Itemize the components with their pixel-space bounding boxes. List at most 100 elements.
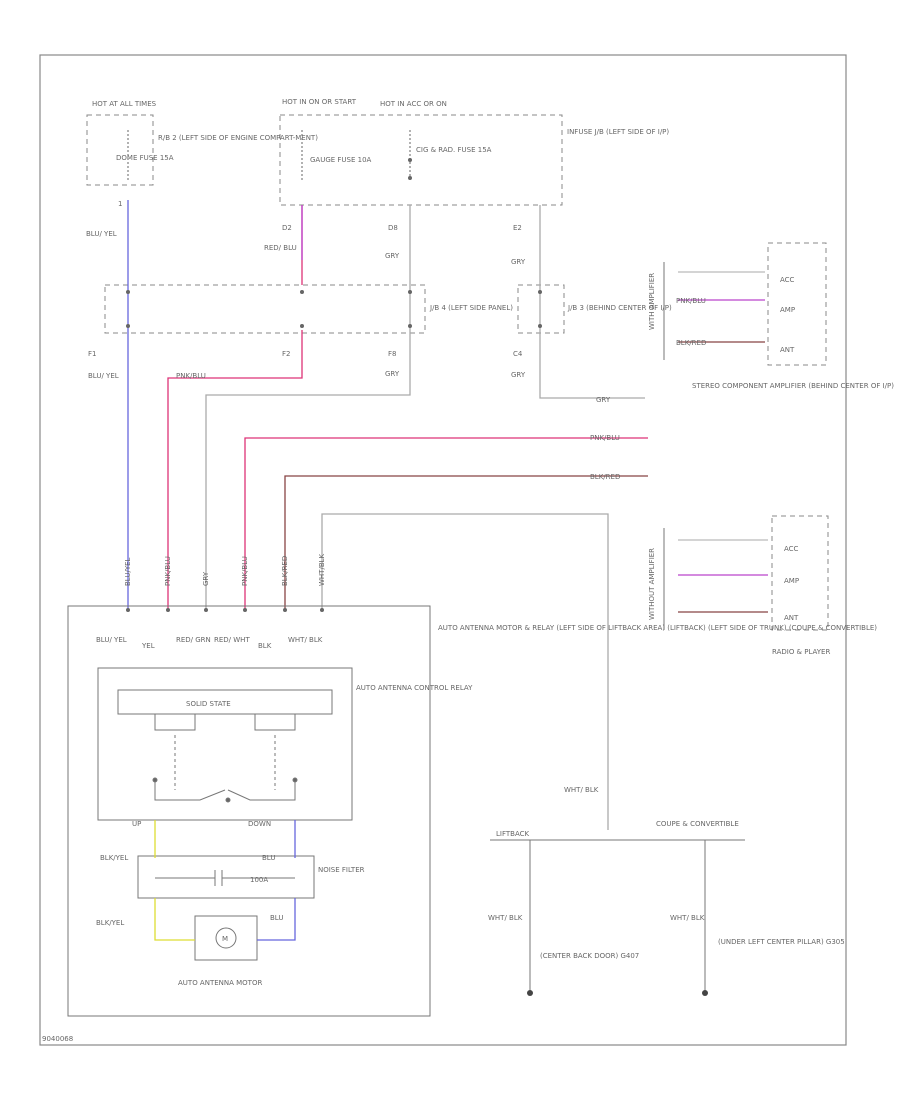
- motor-icon: [215, 927, 237, 949]
- wire-label-gry3: GRY: [511, 258, 526, 266]
- wire-label-blk-red: BLK/RED: [590, 473, 620, 481]
- junction-block-4: [104, 284, 426, 334]
- control-relay-label: AUTO ANTENNA CONTROL RELAY: [356, 684, 473, 692]
- noise-filter-label: NOISE FILTER: [318, 866, 365, 874]
- amp-without-label: WITHOUT AMPLIFIER: [648, 548, 656, 620]
- wire-pnk-blu: [167, 330, 303, 610]
- amp-acc-label: ACC: [780, 276, 795, 284]
- liftback-label: LIFTBACK: [496, 830, 529, 838]
- wire-label-blu-yel: BLU/ YEL: [86, 230, 117, 238]
- solid-state-box: [117, 689, 333, 715]
- wire-label-gry: GRY: [385, 252, 400, 260]
- wire-label-pnk-blu2: PNK/BLU: [590, 434, 620, 442]
- vert-wire-label-2: PNK/BLU: [164, 556, 172, 586]
- wire-label-blu-yel2: BLU/ YEL: [88, 372, 119, 380]
- wire-wht-blk: [321, 513, 609, 830]
- wire-label-gry5: GRY: [596, 396, 611, 404]
- wire-gry-e2: [539, 205, 645, 399]
- fuse-box-jb: [279, 114, 563, 206]
- amp-amp-label: AMP: [780, 306, 795, 314]
- vert-wire-label-1: BLU/YEL: [124, 557, 132, 586]
- wire-label-blu2: BLU: [270, 914, 283, 922]
- hot-acc-label: HOT IN ACC OR ON: [380, 100, 447, 108]
- junction-block-3: [517, 284, 565, 334]
- wire-label-wht-blk3: WHT/ BLK: [670, 914, 705, 922]
- pin-label-2: YEL: [141, 642, 155, 650]
- wire-label-blk-red2: BLK/RED: [676, 339, 706, 347]
- pin-label-4: RED/ WHT: [214, 636, 250, 644]
- wire-label-pnk-blu3: PNK/BLU: [676, 297, 706, 305]
- radio-player-label: RADIO & PLAYER: [772, 648, 830, 656]
- control-relay-box: [97, 667, 353, 821]
- filter-capacitor-icon: [155, 870, 295, 886]
- antenna-motor-label: AUTO ANTENNA MOTOR: [178, 979, 262, 987]
- diagram-frame: [39, 54, 847, 1046]
- antenna-relay-box: [67, 605, 431, 1017]
- connector-1: 1: [118, 200, 122, 208]
- wire-gry-d8: [205, 205, 411, 610]
- wire-pnk-blu-amp: [244, 437, 648, 610]
- pin-label-5: BLK: [258, 642, 272, 650]
- ground-point-icon-2: [702, 990, 708, 996]
- radio-ant-label: ANT: [784, 614, 799, 622]
- dome-fuse-label: DOME FUSE 15A: [116, 154, 174, 162]
- up-label: UP: [132, 820, 141, 828]
- connector-d8: D8: [388, 224, 398, 232]
- wire-label-gry4: GRY: [511, 371, 526, 379]
- pin-dots: [126, 158, 542, 612]
- diagram-id: 9040068: [42, 1035, 73, 1043]
- fuse-box-rb2: [86, 114, 154, 186]
- motor-m-label: M: [222, 935, 228, 943]
- fuse-box-label: R/B 2 (LEFT SIDE OF ENGINE COMPART-MENT): [158, 134, 318, 142]
- radio-acc-label: ACC: [784, 545, 799, 553]
- hot-on-label: HOT IN ON OR START: [282, 98, 357, 106]
- amplifier-connector: [767, 242, 827, 366]
- wire-label-pnk-blu: PNK/BLU: [176, 372, 206, 380]
- filter-value-label: 100A: [250, 876, 268, 884]
- jb3-label: J/B 3 (BEHIND CENTER OF I/P): [567, 304, 672, 312]
- wire-label-red-blu: RED/ BLU: [264, 244, 297, 252]
- wire-label-blk-yel2: BLK/YEL: [96, 919, 124, 927]
- wire-label-blu: BLU: [262, 854, 275, 862]
- wire-label-gry2: GRY: [385, 370, 400, 378]
- pin-label-1: BLU/ YEL: [96, 636, 127, 644]
- connector-e2: E2: [513, 224, 522, 232]
- wire-label-wht-blk: WHT/ BLK: [564, 786, 599, 794]
- connector-c4: C4: [513, 350, 523, 358]
- jb4-label: J/B 4 (LEFT SIDE PANEL): [429, 304, 513, 312]
- vert-wire-label-3: GRY: [202, 571, 210, 586]
- junction-block-label: INFUSE J/B (LEFT SIDE OF I/P): [567, 128, 669, 136]
- antenna-relay-label: AUTO ANTENNA MOTOR & RELAY (LEFT SIDE OF…: [438, 624, 877, 632]
- pin-label-3: RED/ GRN: [176, 636, 211, 644]
- wire-blk-yel-motor: [154, 898, 195, 941]
- stereo-amp-label: STEREO COMPONENT AMPLIFIER (BEHIND CENTE…: [692, 382, 894, 390]
- solid-state-label: SOLID STATE: [186, 700, 231, 708]
- gauge-fuse-label: GAUGE FUSE 10A: [310, 156, 372, 164]
- wire-label-wht-blk2: WHT/ BLK: [488, 914, 523, 922]
- ground2-label: (UNDER LEFT CENTER PILLAR) G305: [718, 938, 845, 946]
- amp-with-label: WITH AMPLIFIER: [648, 273, 656, 330]
- motor-box: [194, 915, 258, 961]
- relay-coils: [152, 714, 298, 803]
- connector-d2: D2: [282, 224, 292, 232]
- vert-wire-label-5: BLK/RED: [281, 556, 289, 586]
- amp-ant-label: ANT: [780, 346, 795, 354]
- down-label: DOWN: [248, 820, 271, 828]
- vert-wire-label-4: PNK/BLU: [241, 556, 249, 586]
- coupe-conv-label: COUPE & CONVERTIBLE: [656, 820, 739, 828]
- vert-wire-label-6: WHT/BLK: [318, 553, 326, 586]
- connector-f1: F1: [88, 350, 96, 358]
- connector-f2: F2: [282, 350, 290, 358]
- pin-label-6: WHT/ BLK: [288, 636, 323, 644]
- ground1-label: (CENTER BACK DOOR) G407: [540, 952, 639, 960]
- connector-f8: F8: [388, 350, 396, 358]
- hot-all-times-label: HOT AT ALL TIMES: [92, 100, 157, 108]
- cig-fuse-label: CIG & RAD. FUSE 15A: [416, 146, 492, 154]
- radio-connector: [771, 515, 829, 631]
- noise-filter-box: [137, 855, 315, 899]
- radio-amp-label: AMP: [784, 577, 799, 585]
- wire-blu-motor: [257, 898, 296, 941]
- ground-point-icon-1: [527, 990, 533, 996]
- wire-blk-red-amp: [284, 475, 648, 610]
